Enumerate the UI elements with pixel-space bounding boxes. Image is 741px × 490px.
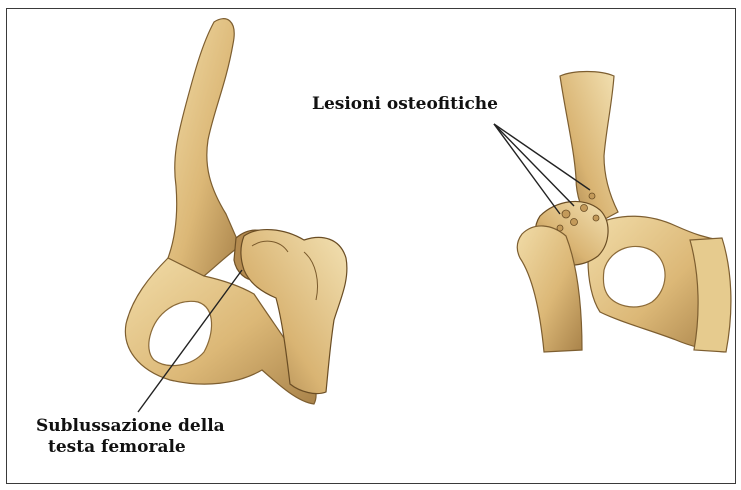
- right-hip-drawing: [517, 72, 731, 353]
- subluxation-label-line1: Sublussazione della: [36, 416, 225, 437]
- left-pelvis-drawing: [125, 19, 347, 404]
- subluxation-label: Sublussazione della testa femorale: [36, 416, 225, 458]
- osteophytic-lesions-label: Lesioni osteofitiche: [312, 94, 498, 115]
- subluxation-label-line2: testa femorale: [36, 437, 225, 458]
- left-ilium: [168, 19, 240, 276]
- right-obturator-foramen: [603, 246, 665, 307]
